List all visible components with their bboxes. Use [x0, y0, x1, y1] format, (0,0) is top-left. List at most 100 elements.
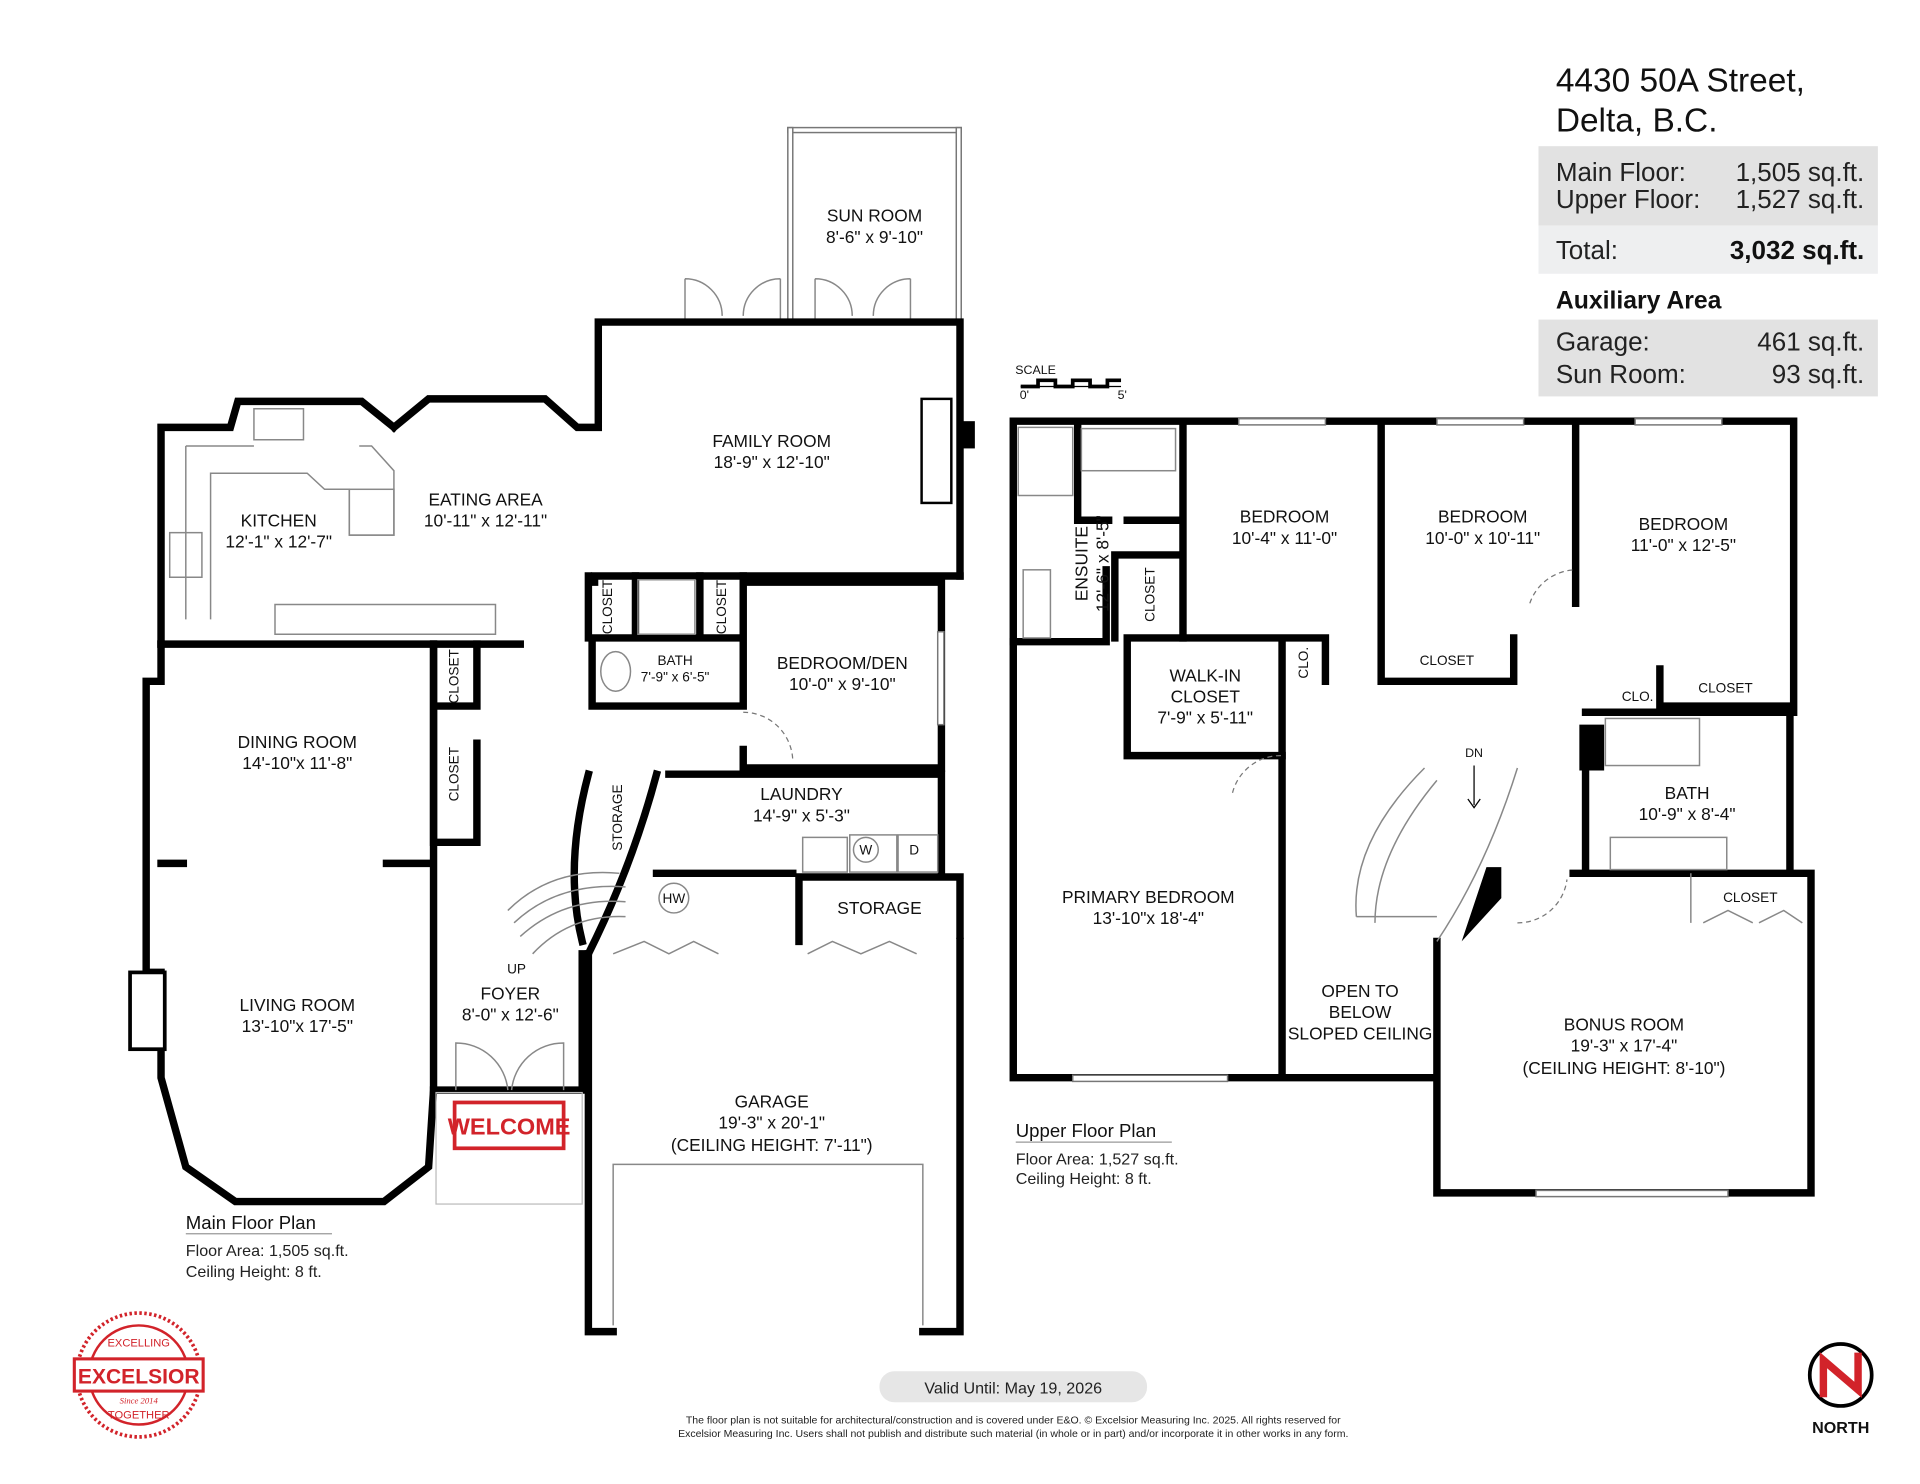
room-name: DINING ROOM	[238, 732, 357, 752]
main-floor-title: Main Floor Plan	[186, 1212, 316, 1233]
garage-label: Garage:	[1556, 327, 1650, 357]
logo-bottom: TOGETHER	[108, 1409, 170, 1421]
closet-label: CLOSET	[1723, 890, 1777, 905]
island	[348, 488, 395, 536]
closet-label: CLOSET	[1420, 653, 1474, 668]
main-floor-ceiling: Ceiling Height: 8 ft.	[186, 1263, 322, 1281]
upper-floor-plan: ENSUITE 12'-6" x 8'-5" BEDROOM 10'-4" x …	[1009, 417, 1815, 1198]
room-name: EATING AREA	[428, 489, 543, 509]
room-name: FAMILY ROOM	[712, 431, 831, 451]
clo-label: CLO.	[1296, 647, 1311, 679]
window	[1436, 417, 1525, 426]
shower	[1017, 426, 1074, 497]
room-dims: 10'-0" x 10'-11"	[1425, 528, 1540, 548]
main-floor-plan: W D HW WELCOME SUN ROOM 8'-6" x 9'-10" F…	[128, 126, 975, 1336]
valid-until-pill	[879, 1371, 1148, 1403]
fireplace	[920, 397, 953, 505]
north-compass: NORTH	[1807, 1342, 1874, 1437]
room-dims: 7'-9" x 5'-11"	[1157, 707, 1253, 727]
scale-label: SCALE	[1015, 363, 1056, 377]
wall	[590, 572, 964, 586]
wall	[1123, 634, 1330, 760]
address-line-1: 4430 50A Street,	[1556, 63, 1805, 100]
porch	[435, 1091, 583, 1205]
window	[936, 631, 945, 726]
room-note: (CEILING HEIGHT: 7'-11")	[671, 1135, 873, 1155]
sunroom-value: 93 sq.ft.	[1772, 359, 1865, 389]
room-dims: 13'-10"x 18'-4"	[1093, 908, 1204, 928]
sunroom-label: Sun Room:	[1556, 359, 1686, 389]
washer-label: W	[859, 843, 872, 858]
bifold-doors	[1690, 873, 1803, 924]
closet-label: CLOSET	[446, 649, 461, 703]
room-name: WALK-IN	[1169, 665, 1241, 685]
bifold-doors	[612, 940, 917, 955]
north-label: NORTH	[1812, 1419, 1869, 1437]
wall	[1009, 417, 1794, 878]
logo-main: EXCELSIOR	[78, 1366, 200, 1389]
property-info: 4430 50A Street, Delta, B.C. Main Floor:…	[1538, 63, 1878, 397]
room-name-2: BELOW	[1329, 1002, 1392, 1022]
laundry-sink	[801, 836, 849, 873]
chimney	[960, 421, 975, 449]
sunroom-window	[787, 126, 962, 134]
upper-floor-ceiling: Ceiling Height: 8 ft.	[1016, 1170, 1152, 1188]
room-dims: 8'-6" x 9'-10"	[826, 227, 923, 247]
room-name: LAUNDRY	[760, 784, 843, 804]
storage-label: STORAGE	[610, 784, 625, 850]
scale-end: 5'	[1118, 388, 1127, 402]
scale-start: 0'	[1020, 388, 1029, 402]
main-floor-area: Floor Area: 1,505 sq.ft.	[186, 1242, 349, 1260]
upper-floor-area: Floor Area: 1,527 sq.ft.	[1016, 1150, 1179, 1168]
washer-drum	[852, 836, 879, 863]
room-dims: 19'-3" x 17'-4"	[1571, 1036, 1678, 1056]
window	[1535, 1189, 1729, 1198]
room-name: LIVING ROOM	[240, 995, 356, 1015]
room-dims: 12'-6" x 8'-5"	[1093, 515, 1113, 612]
logo-top: EXCELLING	[108, 1337, 170, 1349]
sunroom-window	[787, 126, 794, 323]
closet-label: CLOSET	[714, 580, 729, 634]
wall	[652, 770, 946, 878]
room-name: BEDROOM	[1438, 507, 1528, 527]
room-dims: 12'-1" x 12'-7"	[225, 532, 332, 552]
room-name: GARAGE	[735, 1091, 809, 1111]
sunroom-window	[955, 126, 962, 323]
room-name: BATH	[657, 653, 692, 668]
dryer-label: D	[909, 843, 919, 858]
room-name-2: CLOSET	[1171, 686, 1241, 706]
dryer	[897, 834, 939, 873]
fireplace	[128, 970, 167, 1052]
vanity	[1022, 569, 1052, 639]
floor-area-box	[1538, 146, 1878, 226]
wall	[795, 873, 964, 946]
door-swing	[743, 711, 794, 762]
dn-label: DN	[1465, 746, 1483, 760]
room-name: BEDROOM	[1639, 514, 1729, 534]
room-dims: 18'-9" x 12'-10"	[714, 452, 830, 472]
wall	[584, 572, 747, 710]
room-dims: 10'-4" x 11'-0"	[1232, 528, 1337, 548]
total-value: 3,032 sq.ft.	[1730, 235, 1864, 265]
address-line-2: Delta, B.C.	[1556, 102, 1718, 139]
wall-block	[1461, 724, 1605, 942]
sink	[600, 650, 632, 692]
footer: Valid Until: May 19, 2026 The floor plan…	[678, 1371, 1348, 1440]
room-dims: 10'-0" x 9'-10"	[789, 674, 896, 694]
room-name: BEDROOM/DEN	[777, 653, 908, 673]
upper-floor-title: Upper Floor Plan	[1016, 1120, 1156, 1141]
wall	[739, 578, 946, 772]
room-name: KITCHEN	[241, 510, 317, 530]
wall	[157, 318, 964, 648]
shower	[637, 578, 696, 635]
garage-door	[612, 1163, 924, 1326]
disclaimer-line-2: Excelsior Measuring Inc. Users shall not…	[678, 1428, 1348, 1440]
garage-value: 461 sq.ft.	[1757, 327, 1864, 357]
closet-label: CLOSET	[1698, 680, 1752, 695]
vanity	[1609, 836, 1728, 871]
bathtub	[1080, 427, 1177, 472]
closet-label: CLOSET	[600, 580, 615, 634]
wall	[1009, 417, 1815, 1197]
wall	[429, 640, 481, 847]
room-dims: 8'-0" x 12'-6"	[462, 1005, 559, 1025]
